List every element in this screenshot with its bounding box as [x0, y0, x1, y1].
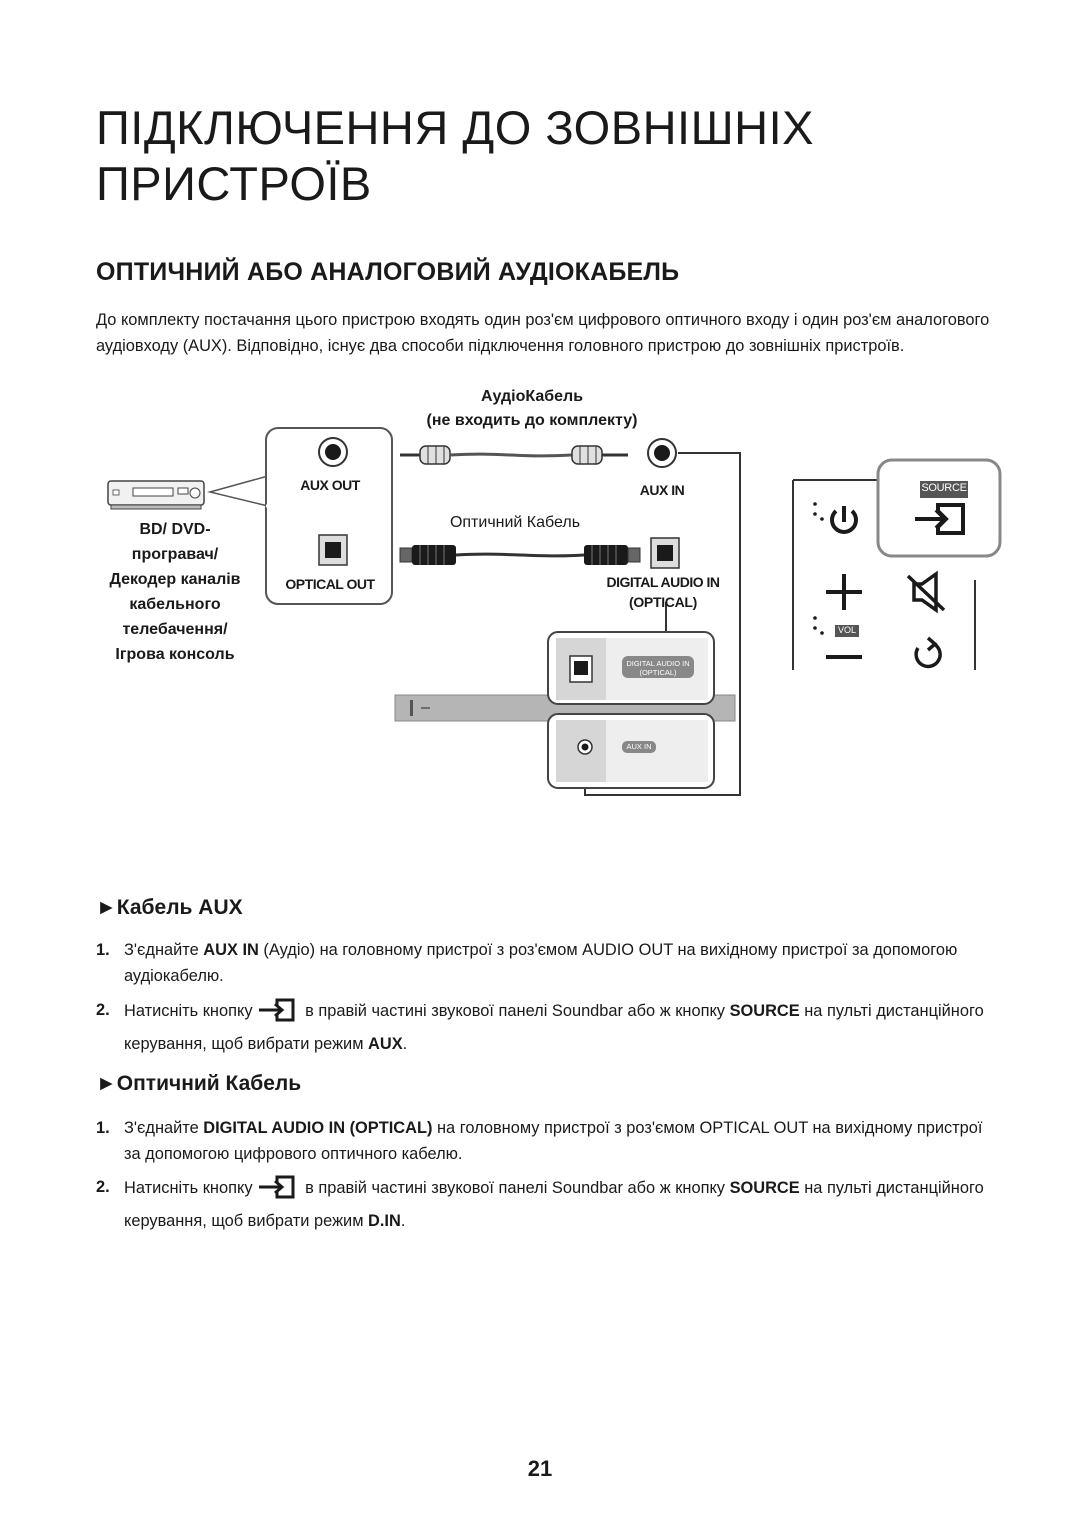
optical-out-port-icon — [318, 534, 348, 566]
dvd-player-icon — [107, 480, 205, 510]
panel-aux-jack-icon — [577, 739, 593, 755]
intro-paragraph: До комплекту постачання цього пристрою в… — [96, 311, 990, 355]
panel-optical-port-icon — [569, 655, 593, 683]
source-port-panel — [265, 427, 393, 605]
audio-cable-label: АудіоКабель — [480, 388, 584, 405]
audio-cable-icon — [400, 445, 628, 465]
page-number: 21 — [527, 1456, 553, 1481]
panel-aux-in-label: AUX IN — [626, 742, 652, 751]
section-heading: ОПТИЧНИЙ АБО АНАЛОГОВИЙ АУДІОКАБЕЛЬ — [96, 258, 680, 286]
aux-out-jack-icon — [318, 437, 348, 467]
step-number: 2. — [96, 1001, 110, 1019]
optical-step-1: 1. З'єднайте DIGITAL AUDIO IN (OPTICAL) … — [96, 1115, 996, 1167]
aux-step-2: 2. Натисніть кнопку в правій частині зву… — [96, 997, 996, 1057]
step-number: 1. — [96, 941, 110, 959]
page-title-line-2: ПРИСТРОЇВ — [96, 157, 372, 210]
connection-diagram: АудіоКабель (не входить до комплекту) AU… — [0, 380, 1080, 810]
page-title: ПІДКЛЮЧЕННЯ ДО ЗОВНІШНІХ ПРИСТРОЇВ — [96, 100, 996, 212]
aux-out-label: AUX OUT — [300, 477, 360, 493]
source-icon — [257, 997, 297, 1031]
optical-step-2: 2. Натисніть кнопку в правій частині зву… — [96, 1174, 996, 1234]
aux-in-jack-icon — [647, 438, 677, 468]
source-badge: SOURCE — [921, 482, 967, 494]
volume-up-icon — [826, 574, 862, 610]
panel-digital-audio-in-label: DIGITAL AUDIO IN (OPTICAL) — [626, 659, 690, 677]
source-icon — [257, 1174, 297, 1208]
repeat-icon — [914, 636, 942, 669]
power-icon — [830, 506, 858, 534]
optical-cable-label: Оптичний Кабель — [449, 514, 581, 531]
digital-audio-in-label: DIGITAL AUDIO IN — [606, 574, 720, 590]
optical-cable-icon — [399, 545, 641, 565]
aux-step-1: 1. З'єднайте AUX IN (Аудіо) на головному… — [96, 937, 996, 989]
digital-audio-in-port-icon — [650, 537, 680, 569]
mute-icon — [906, 570, 946, 614]
digital-audio-in-optical-label: (OPTICAL) — [628, 594, 698, 610]
step-number: 2. — [96, 1178, 110, 1196]
soundbar-button-panel — [792, 458, 1002, 670]
aux-cable-heading: ►Кабель AUX — [96, 896, 243, 919]
optical-out-label: OPTICAL OUT — [285, 576, 375, 592]
step-number: 1. — [96, 1119, 110, 1137]
page-title-line-1: ПІДКЛЮЧЕННЯ ДО ЗОВНІШНІХ — [96, 101, 815, 154]
optical-cable-heading: ►Оптичний Кабель — [96, 1072, 302, 1095]
source-icon — [915, 503, 965, 535]
aux-in-label: AUX IN — [639, 482, 685, 498]
callout-pointer — [207, 475, 269, 507]
audio-cable-note: (не входить до комплекту) — [426, 412, 638, 429]
vol-badge: VOL — [837, 625, 856, 635]
source-device-label: BD/ DVD- програвач/ Декодер каналів кабе… — [109, 521, 241, 663]
